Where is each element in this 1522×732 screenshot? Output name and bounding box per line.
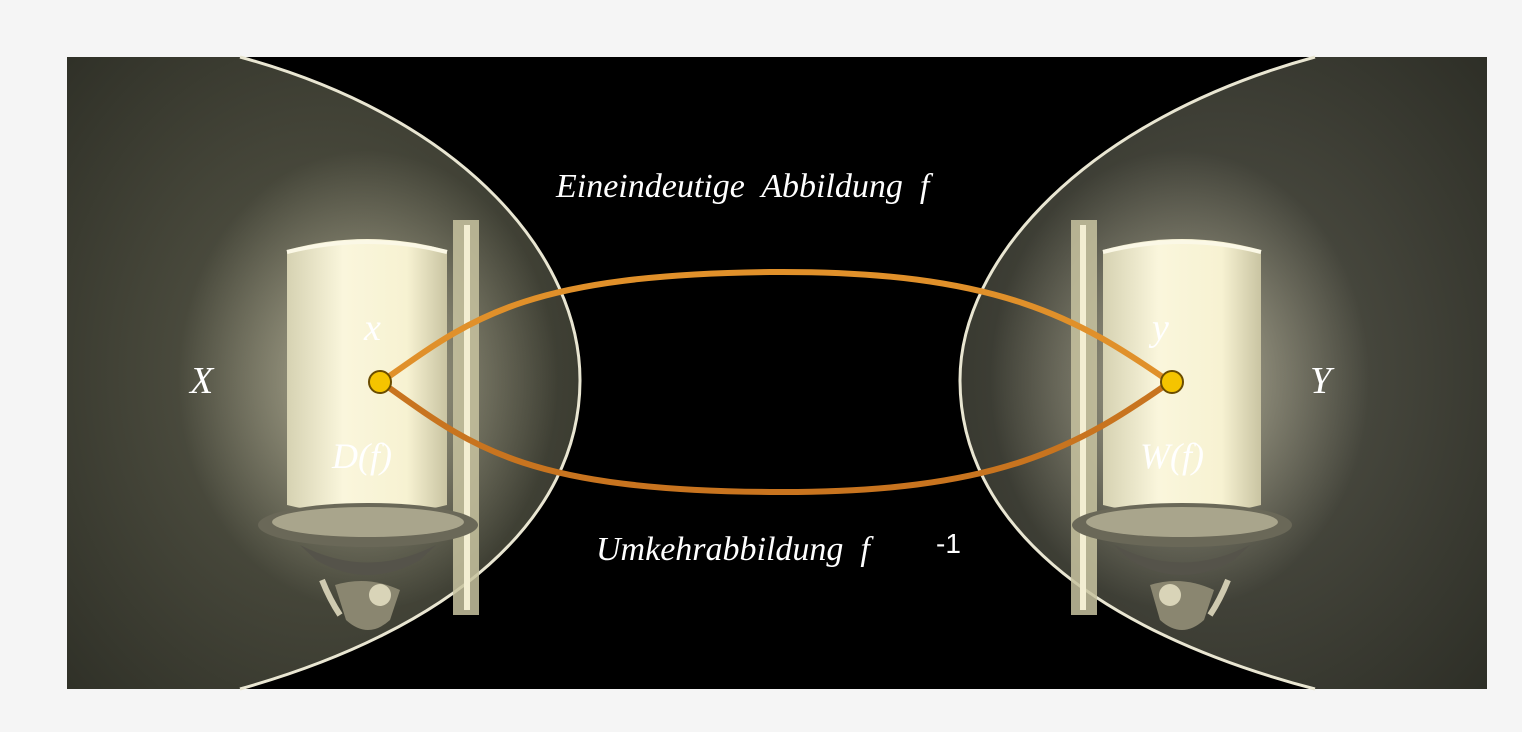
mapping-arc-f-inverse [378,379,1173,496]
set-x-outline [239,55,582,691]
point-x [368,370,392,394]
domain-label: D(f) [331,436,392,476]
mapping-label: Eineindeutige Abbildung f [555,168,934,205]
element-y-label: y [1148,307,1169,349]
inverse-superscript: -1 [936,528,961,559]
element-x-label: x [363,307,381,349]
set-y-outline [958,55,1316,691]
mapping-arc-f [378,268,1173,385]
range-label: W(f) [1140,436,1204,476]
set-y-label: Y [1310,360,1335,402]
set-x-label: X [188,360,215,402]
inverse-mapping-label: Umkehrabbildung f [596,531,874,568]
lamp-icon-left [178,150,558,630]
point-y [1160,370,1184,394]
